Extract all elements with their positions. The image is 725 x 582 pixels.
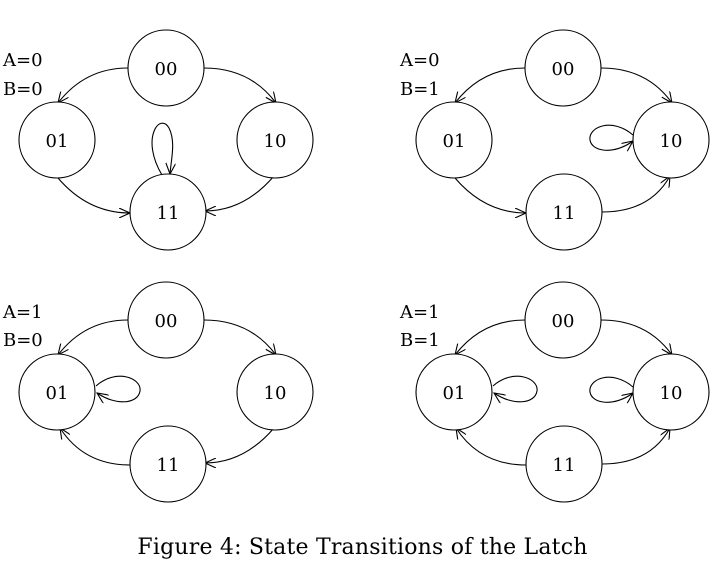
transition-01-self-loop — [492, 375, 538, 402]
state-label: 10 — [660, 383, 683, 404]
panel-a1-b0: A=1 B=0 00 01 10 11 — [2, 281, 314, 503]
state-00: 00 — [127, 281, 205, 359]
state-10: 10 — [632, 353, 710, 431]
transition-11-to-01 — [60, 428, 131, 466]
state-label: 01 — [443, 131, 466, 152]
panel-a0-b1: A=0 B=1 00 01 10 11 — [399, 29, 710, 251]
state-11: 11 — [525, 173, 603, 251]
condition-b: B=1 — [400, 330, 440, 351]
state-label: 01 — [46, 131, 69, 152]
state-label: 00 — [552, 311, 575, 332]
state-01: 01 — [18, 353, 96, 431]
state-label: 11 — [157, 455, 180, 476]
transition-11-to-10 — [601, 428, 670, 465]
state-diagram-figure: A=0 B=0 00 01 10 11 A=0 B=1 — [2, 29, 710, 503]
state-label: 10 — [660, 131, 683, 152]
state-11: 11 — [129, 173, 207, 251]
state-label: 00 — [155, 311, 178, 332]
transition-11-to-01 — [456, 428, 527, 466]
transition-00-to-10 — [600, 319, 672, 355]
transition-00-to-01 — [455, 67, 526, 103]
state-label: 01 — [443, 383, 466, 404]
transition-01-to-11 — [57, 177, 130, 213]
state-label: 11 — [553, 203, 576, 224]
state-11: 11 — [525, 425, 603, 503]
state-00: 00 — [524, 281, 602, 359]
transition-10-to-11 — [205, 427, 275, 463]
state-11: 11 — [129, 425, 207, 503]
state-label: 10 — [264, 131, 287, 152]
state-10: 10 — [236, 353, 314, 431]
condition-a: A=1 — [399, 302, 440, 323]
condition-a: A=0 — [2, 50, 43, 71]
state-00: 00 — [127, 29, 205, 107]
state-label: 11 — [157, 203, 180, 224]
state-10: 10 — [236, 101, 314, 179]
transition-10-to-11 — [205, 175, 275, 211]
state-label: 01 — [46, 383, 69, 404]
transition-01-self-loop — [95, 375, 141, 402]
condition-b: B=1 — [400, 79, 440, 100]
transition-00-to-01 — [58, 319, 129, 355]
figure-caption: Figure 4: State Transitions of the Latch — [137, 535, 588, 560]
state-01: 01 — [18, 101, 96, 179]
transition-11-to-10 — [601, 176, 670, 213]
transition-11-self-loop — [151, 122, 173, 175]
state-label: 00 — [552, 59, 575, 80]
transition-00-to-10 — [600, 67, 672, 103]
condition-b: B=0 — [3, 79, 43, 100]
state-01: 01 — [415, 353, 493, 431]
transition-00-to-10 — [203, 67, 276, 103]
state-10: 10 — [632, 101, 710, 179]
transition-00-to-10 — [203, 319, 276, 355]
state-00: 00 — [524, 29, 602, 107]
transition-10-self-loop — [589, 124, 633, 150]
condition-a: A=0 — [399, 50, 440, 71]
state-label: 00 — [155, 59, 178, 80]
transition-00-to-01 — [455, 319, 526, 355]
transition-00-to-01 — [58, 67, 129, 103]
transition-01-to-11 — [454, 177, 526, 213]
state-label: 10 — [264, 383, 287, 404]
condition-a: A=1 — [2, 302, 43, 323]
panel-a1-b1: A=1 B=1 00 01 10 11 — [399, 281, 710, 503]
state-label: 11 — [553, 455, 576, 476]
transition-10-self-loop — [589, 376, 633, 402]
condition-b: B=0 — [3, 330, 43, 351]
state-01: 01 — [415, 101, 493, 179]
panel-a0-b0: A=0 B=0 00 01 10 11 — [2, 29, 314, 251]
